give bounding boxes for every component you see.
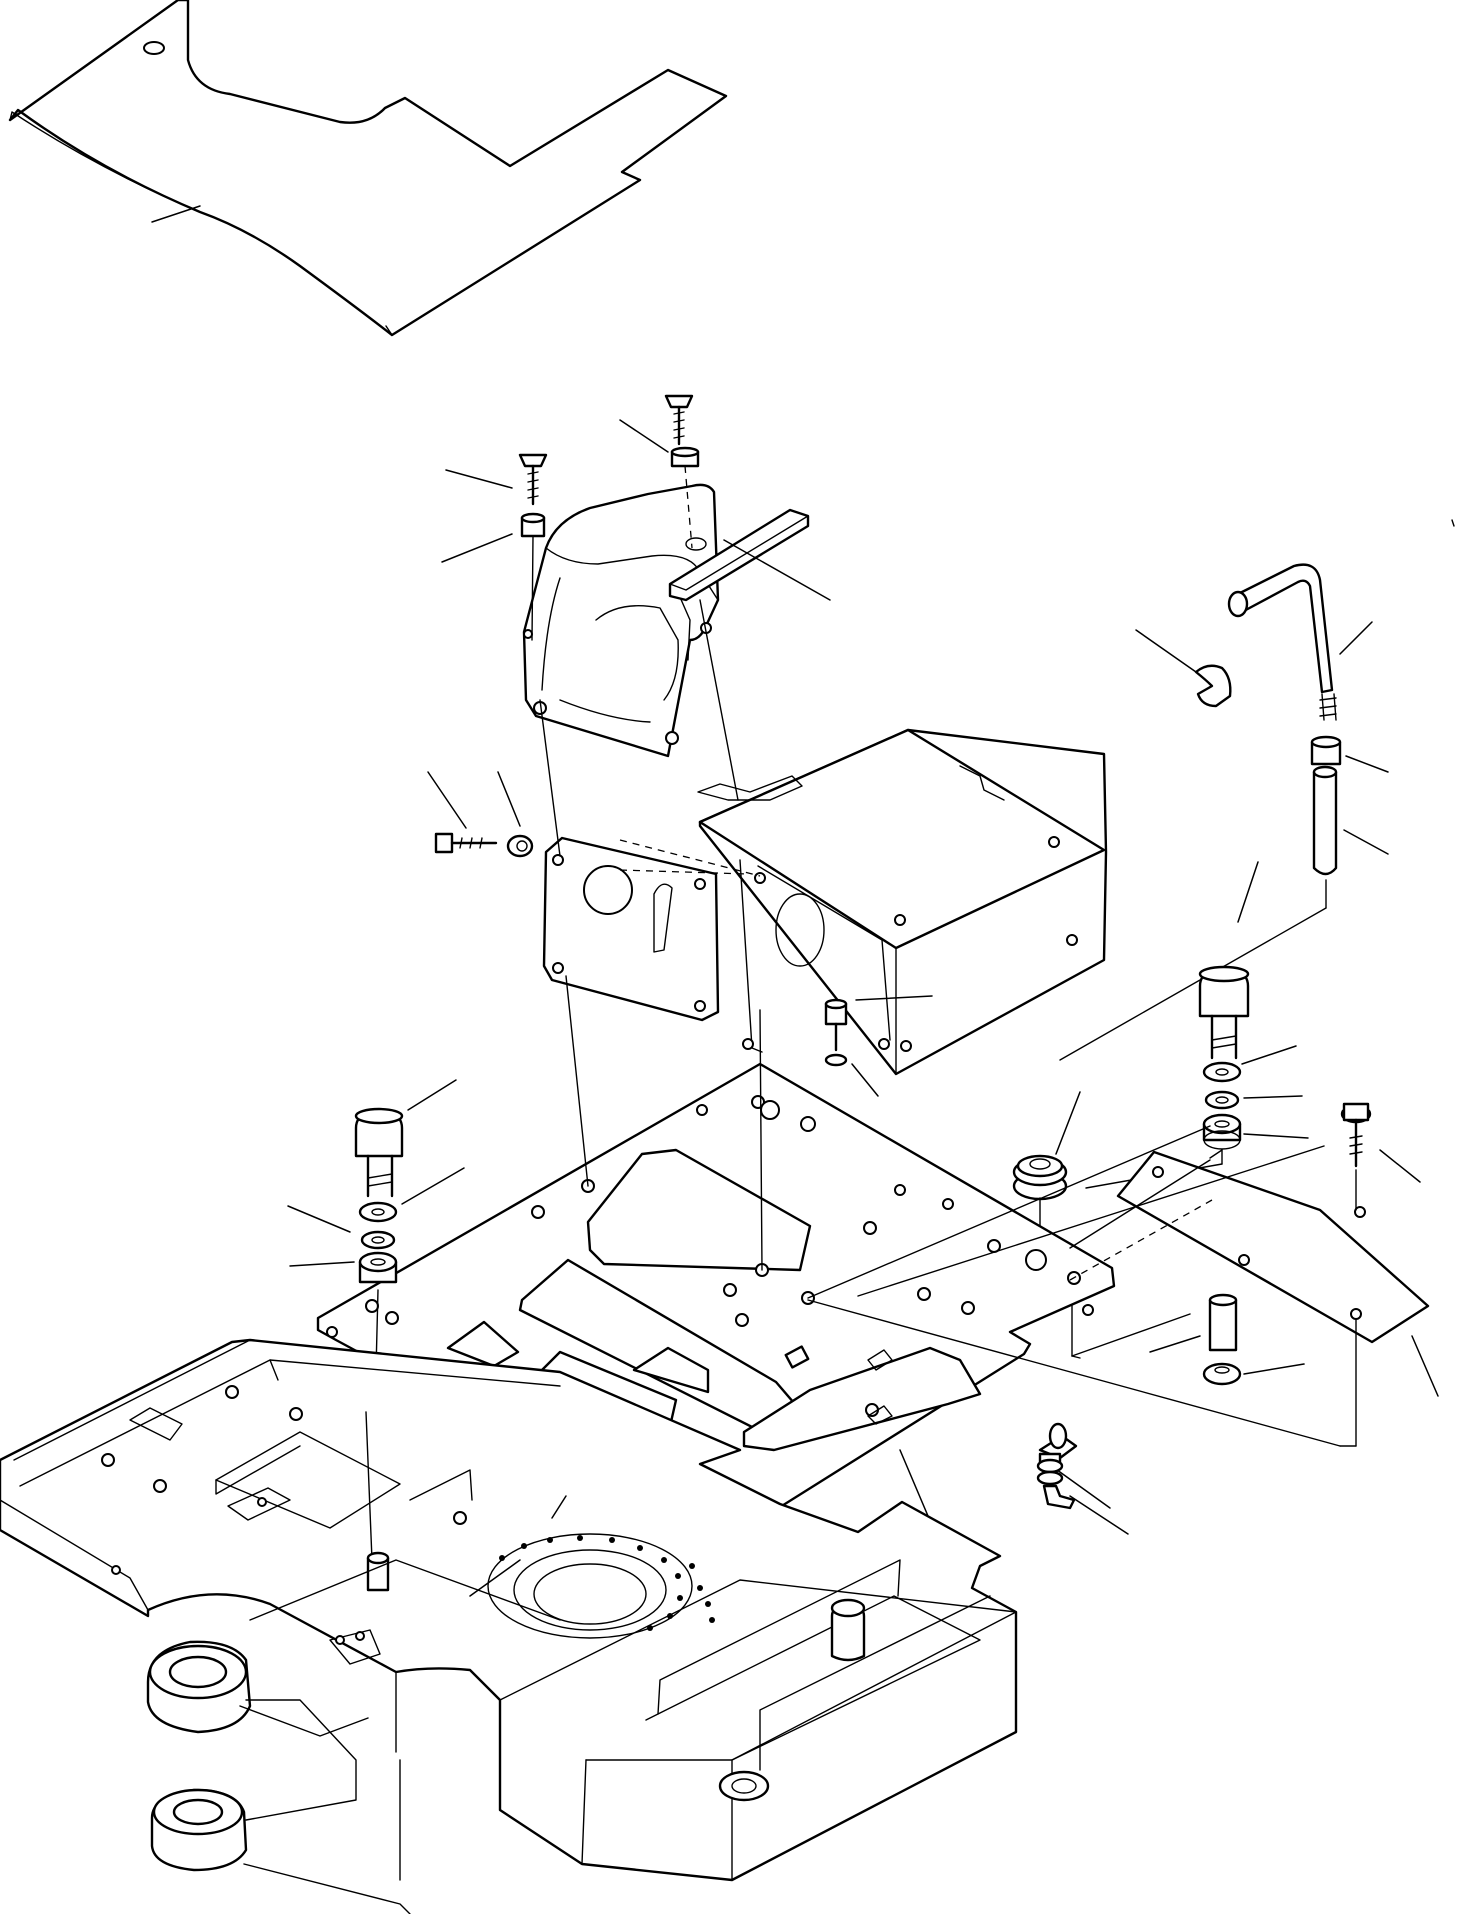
box-bolt <box>826 996 932 1096</box>
front-plate <box>428 772 718 1020</box>
lever-clip <box>1136 630 1230 706</box>
mounting-bolt-right <box>1086 862 1308 1188</box>
registration-mark <box>1452 520 1454 526</box>
spacer <box>1072 1262 1304 1384</box>
rubber-grommet <box>1014 1092 1080 1262</box>
revolving-frame <box>0 1340 1016 1914</box>
key-switch <box>1038 1424 1128 1534</box>
cover-screw-right <box>620 396 830 600</box>
upper-cover <box>524 485 808 756</box>
floor-mat <box>10 0 726 335</box>
console-box <box>698 730 1106 1074</box>
cover-screw-left <box>442 455 546 562</box>
side-plate <box>1118 1104 1438 1446</box>
assembly-lines <box>532 466 1340 1446</box>
lock-lever <box>1060 565 1388 1060</box>
